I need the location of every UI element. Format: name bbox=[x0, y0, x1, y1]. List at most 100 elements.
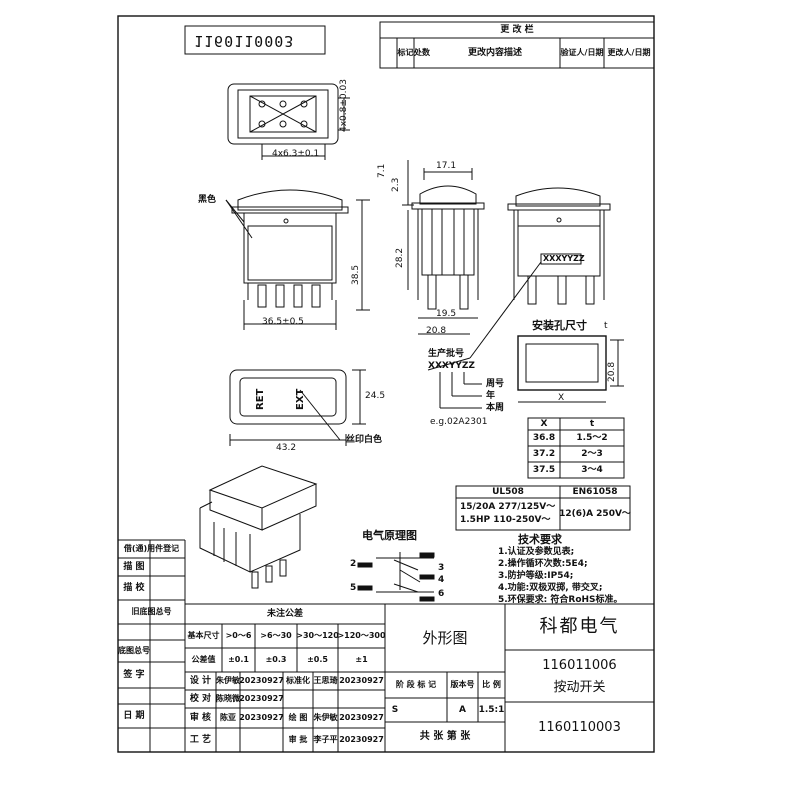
margin-base-no: 底图总号 bbox=[118, 646, 150, 655]
signoff-review-name: 李子平 bbox=[313, 735, 338, 744]
signoff-std-name: 王思琦 bbox=[313, 676, 338, 685]
part-name: 按动开关 bbox=[553, 679, 606, 695]
revision-col-changer: 更改人/日期 bbox=[607, 48, 651, 57]
margin-borrow: 借(通)用件登记 bbox=[123, 544, 180, 553]
circuit-pin-5: 5 bbox=[350, 583, 357, 593]
label-install-hole: 安装孔尺寸 bbox=[532, 319, 587, 332]
tolerance-col-range: >0～6 bbox=[225, 631, 252, 640]
signoff-proof-label: 校 对 bbox=[189, 693, 212, 704]
stamp-number: 1160110003 bbox=[194, 32, 295, 50]
rating-en-head: EN61058 bbox=[572, 486, 618, 497]
hole-table-row-x: 37.5 bbox=[532, 464, 556, 475]
dim-top-pin-pitch: 4x6.3±0.1 bbox=[272, 149, 320, 159]
stage-value: S bbox=[391, 704, 399, 715]
tolerance-row-label: 公差值 bbox=[191, 655, 216, 664]
dim-front-width: 36.5±0.5 bbox=[262, 317, 304, 327]
signoff-drafter-name: 朱伊敏 bbox=[313, 713, 338, 722]
tech-item: 4.功能:双极双掷, 带交叉; bbox=[498, 583, 603, 593]
cap-text-ret: RET bbox=[255, 388, 266, 410]
circuit-pin-6: 6 bbox=[438, 589, 445, 599]
rating-ul-line2: 1.5HP 110-250V～ bbox=[460, 515, 551, 525]
tolerance-col-basic: 基本尺寸 bbox=[187, 631, 220, 640]
dim-hole-width: X bbox=[558, 393, 565, 403]
dim-hole-height: 20.8 bbox=[607, 361, 617, 382]
dim-front-height: 38.5 bbox=[351, 264, 361, 285]
revision-title: 更 改 栏 bbox=[500, 24, 534, 35]
signoff-design-name: 朱伊敏 bbox=[216, 676, 240, 685]
tech-item: 5.环保要求: 符合RoHS标准。 bbox=[498, 595, 623, 605]
dim-side-d2: 2.3 bbox=[391, 177, 401, 192]
hole-table-row-t: 3～4 bbox=[581, 464, 603, 475]
margin-draw: 描 图 bbox=[123, 561, 145, 572]
hole-table-row-t: 1.5～2 bbox=[576, 432, 608, 443]
dim-side-height: 28.2 bbox=[395, 247, 405, 268]
signoff-proof-name: 陈晓微 bbox=[216, 694, 240, 703]
tech-item: 1.认证及参数见表; bbox=[498, 547, 575, 557]
tolerance-title: 未注公差 bbox=[266, 608, 303, 619]
dim-side-bottom: 19.5 bbox=[436, 309, 457, 319]
revision-col-mark: 标记 bbox=[397, 48, 414, 57]
margin-check: 描 校 bbox=[123, 582, 145, 593]
dim-side-d1: 7.1 bbox=[377, 163, 387, 178]
cap-text-ext: EXT bbox=[295, 388, 306, 410]
label-day: 本周 bbox=[486, 403, 505, 413]
signoff-craft-label: 工 艺 bbox=[189, 734, 212, 745]
rating-ul-head: UL508 bbox=[492, 486, 524, 497]
view-name: 外形图 bbox=[422, 628, 468, 647]
circuit-pin-3: 3 bbox=[438, 563, 445, 573]
dim-top-pin-height: 4x0.8±0.03 bbox=[339, 79, 349, 132]
scale-label: 比 例 bbox=[482, 680, 501, 689]
stage-mark-label: 阶 段 标 记 bbox=[395, 680, 437, 689]
label-silk-white: 丝印白色 bbox=[346, 435, 383, 445]
label-black: 黑色 bbox=[198, 195, 217, 205]
tolerance-value: ±0.3 bbox=[265, 655, 287, 664]
revision-col-desc: 更改内容描述 bbox=[467, 47, 522, 58]
revision-col-verifier: 验证人/日期 bbox=[560, 48, 604, 57]
label-year: 年 bbox=[486, 391, 496, 401]
signoff-drafter-label: 绘 图 bbox=[288, 713, 308, 722]
tolerance-col-range: >120～300 bbox=[337, 631, 386, 640]
signoff-audit-date: 20230927 bbox=[239, 713, 284, 722]
signoff-audit-name: 陈亚 bbox=[220, 713, 236, 722]
hole-table-row-x: 37.2 bbox=[532, 448, 556, 459]
margin-old-no: 旧底图总号 bbox=[131, 607, 172, 616]
tech-item: 2.操作循环次数:5E4; bbox=[498, 559, 588, 569]
tolerance-col-range: >6～30 bbox=[260, 631, 292, 640]
label-prod-batch: 生产批号 bbox=[428, 349, 465, 359]
label-batch-code-side: XXXYYZZ bbox=[543, 254, 585, 263]
signoff-proof-date: 20230927 bbox=[239, 694, 284, 703]
dim-side-bottom2: 20.8 bbox=[426, 326, 447, 336]
signoff-std-date: 20230927 bbox=[339, 676, 384, 685]
rating-ul-line1: 15/20A 277/125V～ bbox=[460, 502, 556, 512]
dim-hole-t: t bbox=[604, 321, 608, 331]
label-week: 周号 bbox=[486, 379, 505, 389]
scale-value: 1.5:1 bbox=[478, 704, 505, 715]
circuit-pin-4: 4 bbox=[438, 575, 445, 585]
hole-table-head-x: X bbox=[540, 418, 548, 429]
signoff-design-date: 20230927 bbox=[239, 676, 284, 685]
signoff-drafter-date: 20230927 bbox=[339, 713, 384, 722]
tech-item: 3.防护等级:IP54; bbox=[498, 571, 574, 581]
signoff-review-date: 20230927 bbox=[339, 735, 384, 744]
sheet-count: 共 张 第 张 bbox=[419, 731, 471, 742]
circuit-title: 电气原理图 bbox=[362, 529, 417, 542]
tech-title: 技术要求 bbox=[518, 533, 562, 546]
tolerance-value: ±0.5 bbox=[307, 655, 328, 664]
hole-table-row-t: 2～3 bbox=[581, 448, 603, 459]
label-example: e.g.02A2301 bbox=[430, 417, 488, 427]
label-batch-code: XXXYYZZ bbox=[428, 361, 475, 371]
version-label: 版本号 bbox=[450, 680, 475, 689]
dim-cap-width: 43.2 bbox=[276, 443, 297, 453]
circuit-pin-2: 2 bbox=[350, 559, 357, 569]
hole-table-row-x: 36.8 bbox=[532, 432, 556, 443]
margin-date: 日 期 bbox=[123, 710, 145, 721]
dim-side-width: 17.1 bbox=[436, 161, 457, 171]
tolerance-value: ±1 bbox=[355, 655, 368, 664]
margin-sign: 签 字 bbox=[123, 669, 145, 680]
revision-col-count: 处数 bbox=[414, 48, 430, 57]
hole-table-head-t: t bbox=[589, 418, 595, 429]
tolerance-value: ±0.1 bbox=[228, 655, 249, 664]
signoff-design-label: 设 计 bbox=[189, 675, 212, 686]
tolerance-col-range: >30～120 bbox=[296, 631, 339, 640]
